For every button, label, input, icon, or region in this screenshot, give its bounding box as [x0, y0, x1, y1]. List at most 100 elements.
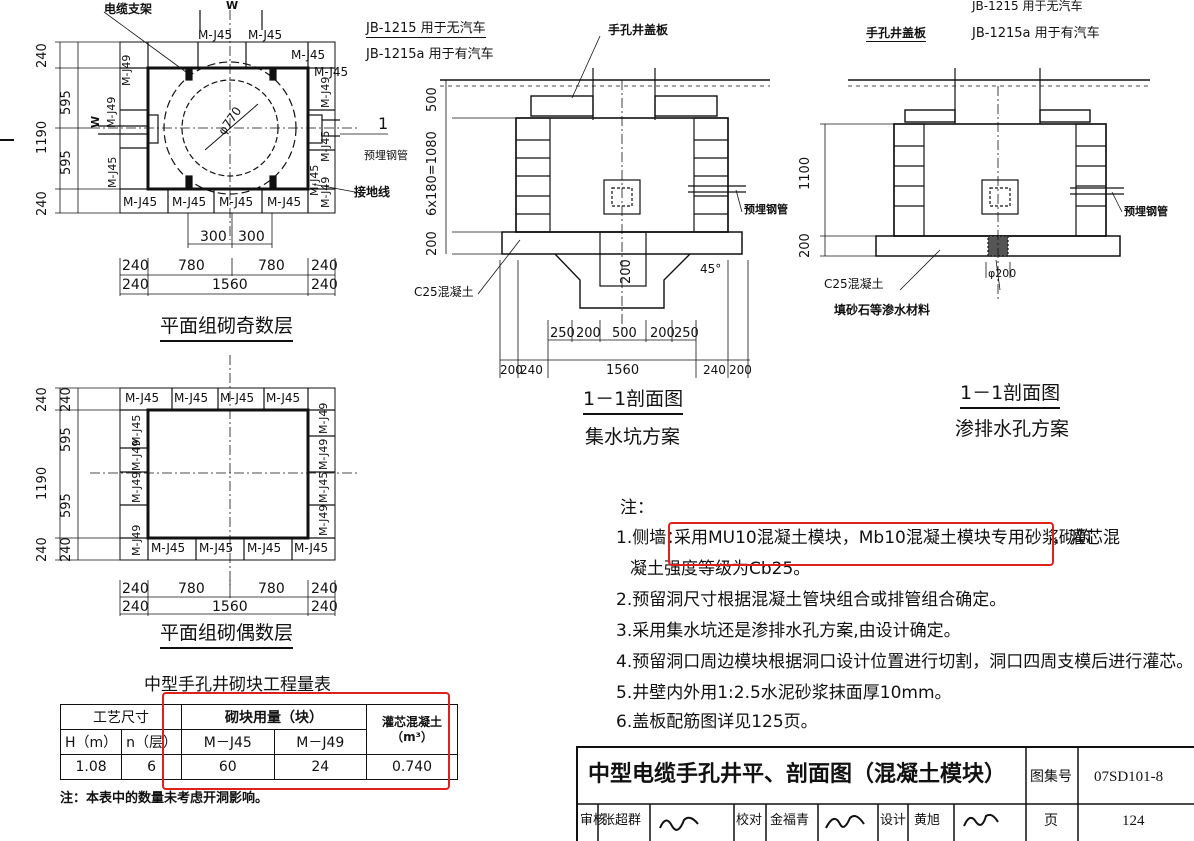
sump-dim-b-200-a: 200 [576, 326, 601, 341]
sump-dim-b-200-d: 200 [729, 363, 752, 377]
note-1-highlight-box [668, 522, 1054, 566]
plan-even-dim-780-b: 780 [258, 581, 285, 597]
page-label: 页 [1044, 813, 1058, 829]
note-4: 4.预留洞口周边模块根据洞口设计位置进行切割，洞口四周支模后进行灌芯。 [616, 652, 1194, 672]
plan-odd-drawing [0, 10, 388, 296]
th-concrete-line-1: 灌芯混凝土 [382, 715, 443, 730]
sump-cover-label: 手孔井盖板 [608, 23, 669, 37]
plan-even-right-block-1: M-J49 [317, 402, 330, 434]
section-sump-drawing [440, 35, 770, 378]
plan-odd-dim-left-2: 595 [59, 90, 74, 115]
sump-dim-b-240-a: 240 [520, 363, 543, 377]
plan-even-dim-left-6: 240 [35, 537, 50, 562]
sump-dim-b-1560: 1560 [606, 363, 640, 378]
cable-bracket-label: 电缆支架 [104, 2, 153, 16]
plan-odd-left-block-2: M-J49 [105, 96, 118, 128]
note-6: 6.盖板配筋图详见125页。 [616, 712, 818, 732]
th-j49: M－J49 [273, 729, 368, 755]
cell-n: 6 [121, 754, 183, 780]
note-3: 3.采用集水坑还是渗排水孔方案,由设计确定。 [616, 621, 961, 641]
sump-angle-label: 45° [700, 262, 722, 276]
sump-dim-b-250-a: 250 [550, 326, 575, 341]
plan-even-top-block-1: M-J45 [125, 391, 160, 405]
note-1-prefix: 1.侧墙： [616, 528, 684, 548]
drawing-title: 中型电缆手孔井平、剖面图（混凝土模块） [588, 762, 1007, 787]
plan-odd-dim-240-b: 240 [311, 258, 338, 274]
notes-title: 注： [620, 498, 654, 518]
plan-odd-dim-300-b: 300 [238, 229, 265, 245]
plan-odd-bottom-block-2: M-J45 [172, 195, 207, 209]
plan-odd-caption: 平面组砌奇数层 [160, 317, 294, 342]
plan-odd-dim-240-a: 240 [122, 258, 149, 274]
review-label: 审核 [580, 813, 607, 828]
plan-even-top-block-3: M-J45 [220, 391, 255, 405]
note-1-highlight: 采用MU10混凝土模块，Mb10混凝土模块专用砂浆砌筑 [674, 528, 1093, 548]
plan-even-bottom-block-4: M-J45 [294, 541, 329, 555]
plan-odd-prewired-tube-label: 预埋钢管 [364, 149, 408, 162]
title-block-grid [578, 748, 1194, 841]
plan-even-caption: 平面组砌偶数层 [160, 624, 294, 649]
designer-name: 黄旭 [914, 813, 941, 828]
reviewer-name: 张超群 [602, 813, 642, 828]
seep-cover-label: 手孔井盖板 [866, 26, 927, 42]
note-5: 5.井壁内外用1:2.5水泥砂浆抹面厚10mm。 [616, 683, 952, 703]
atlas-number: 07SD101-8 [1094, 769, 1164, 785]
plan-odd-bottom-block-4: M-J45 [267, 195, 302, 209]
sump-caption-2: 集水坑方案 [585, 426, 681, 448]
plan-odd-dim-780-a: 780 [178, 258, 205, 274]
plan-even-top-block-4: M-J45 [266, 391, 301, 405]
cell-j49: 24 [273, 754, 368, 780]
quantity-highlight-box [162, 692, 450, 790]
cell-j45: 60 [181, 754, 275, 780]
plan-odd-top-block-1: M-J45 [198, 28, 233, 42]
plan-even-dim-left-5: 595 [59, 493, 74, 518]
seep-prewired-tube-label: 预埋钢管 [1124, 205, 1168, 218]
checker-name: 金福青 [770, 813, 810, 828]
atlas-label: 图集号 [1030, 769, 1072, 785]
sump-dim-b-250-b: 250 [674, 326, 699, 341]
seep-caption-1: 1－1剖面图 [960, 384, 1061, 409]
plan-odd-dim-240-d: 240 [311, 277, 338, 293]
plan-odd-w-side-label: W [89, 115, 102, 128]
plan-odd-bottom-block-1: M-J45 [123, 195, 158, 209]
seep-hole-label: φ200 [988, 267, 1017, 280]
plan-even-dim-240-b: 240 [311, 581, 338, 597]
plan-even-right-block-2: M-J49 [317, 438, 330, 470]
check-label: 校对 [736, 813, 763, 828]
plan-even-dim-240-a: 240 [122, 581, 149, 597]
plan-even-dim-left-3: 595 [59, 427, 74, 452]
th-h: H（m） [59, 729, 123, 755]
plan-odd-ground-wire-label: 接地线 [354, 185, 391, 199]
design-label: 设计 [880, 813, 907, 828]
quantity-table-title: 中型手孔井砌块工程量表 [144, 675, 331, 695]
sump-jb1-label: JB-1215 用于无汽车 [366, 21, 486, 38]
sump-prewired-tube-label: 预埋钢管 [744, 203, 788, 216]
page-number: 124 [1122, 813, 1145, 829]
quantity-table: 工艺尺寸 砌块用量（块） 灌芯混凝土 （m³） H（m） n（层） M－J45 … [59, 704, 459, 780]
table-row: 1.08 6 60 24 0.740 [59, 754, 459, 780]
th-concrete: 灌芯混凝土 （m³） [366, 704, 459, 755]
sump-dim-200: 200 [425, 231, 440, 256]
plan-odd-dim-left-3: 1190 [35, 120, 50, 154]
plan-odd-left-block-3: M-J45 [106, 156, 119, 188]
cell-h: 1.08 [59, 754, 123, 780]
sump-jb2-label: JB-1215a 用于有汽车 [366, 47, 494, 62]
plan-odd-top-block-2: M-J45 [248, 28, 283, 42]
sump-dim-b-200-b: 200 [650, 326, 675, 341]
plan-odd-bottom-block-3: M-J45 [219, 195, 254, 209]
th-j45: M－J45 [181, 729, 275, 755]
plan-odd-right-block-2: M-J49 [319, 76, 332, 108]
plan-odd-dim-780-b: 780 [258, 258, 285, 274]
plan-odd-top-block-3: M-J45 [291, 48, 326, 62]
plan-odd-right-block-1: M-J45 [314, 65, 349, 79]
th-n: n（层） [121, 729, 183, 755]
plan-even-dim-240-d: 240 [311, 599, 338, 615]
sump-caption-1: 1－1剖面图 [583, 390, 684, 415]
quantity-table-footnote: 注：本表中的数量未考虑开洞影响。 [60, 791, 269, 806]
plan-odd-dim-left-5: 240 [35, 191, 50, 216]
signatures [659, 813, 999, 831]
plan-odd-section-mark: 1 [378, 114, 389, 133]
seep-jb2-label: JB-1215a 用于有汽车 [972, 26, 1100, 41]
plan-even-top-block-2: M-J45 [174, 391, 209, 405]
title-block: 中型电缆手孔井平、剖面图（混凝土模块） 图集号 07SD101-8 审核 张超群… [576, 746, 1194, 841]
